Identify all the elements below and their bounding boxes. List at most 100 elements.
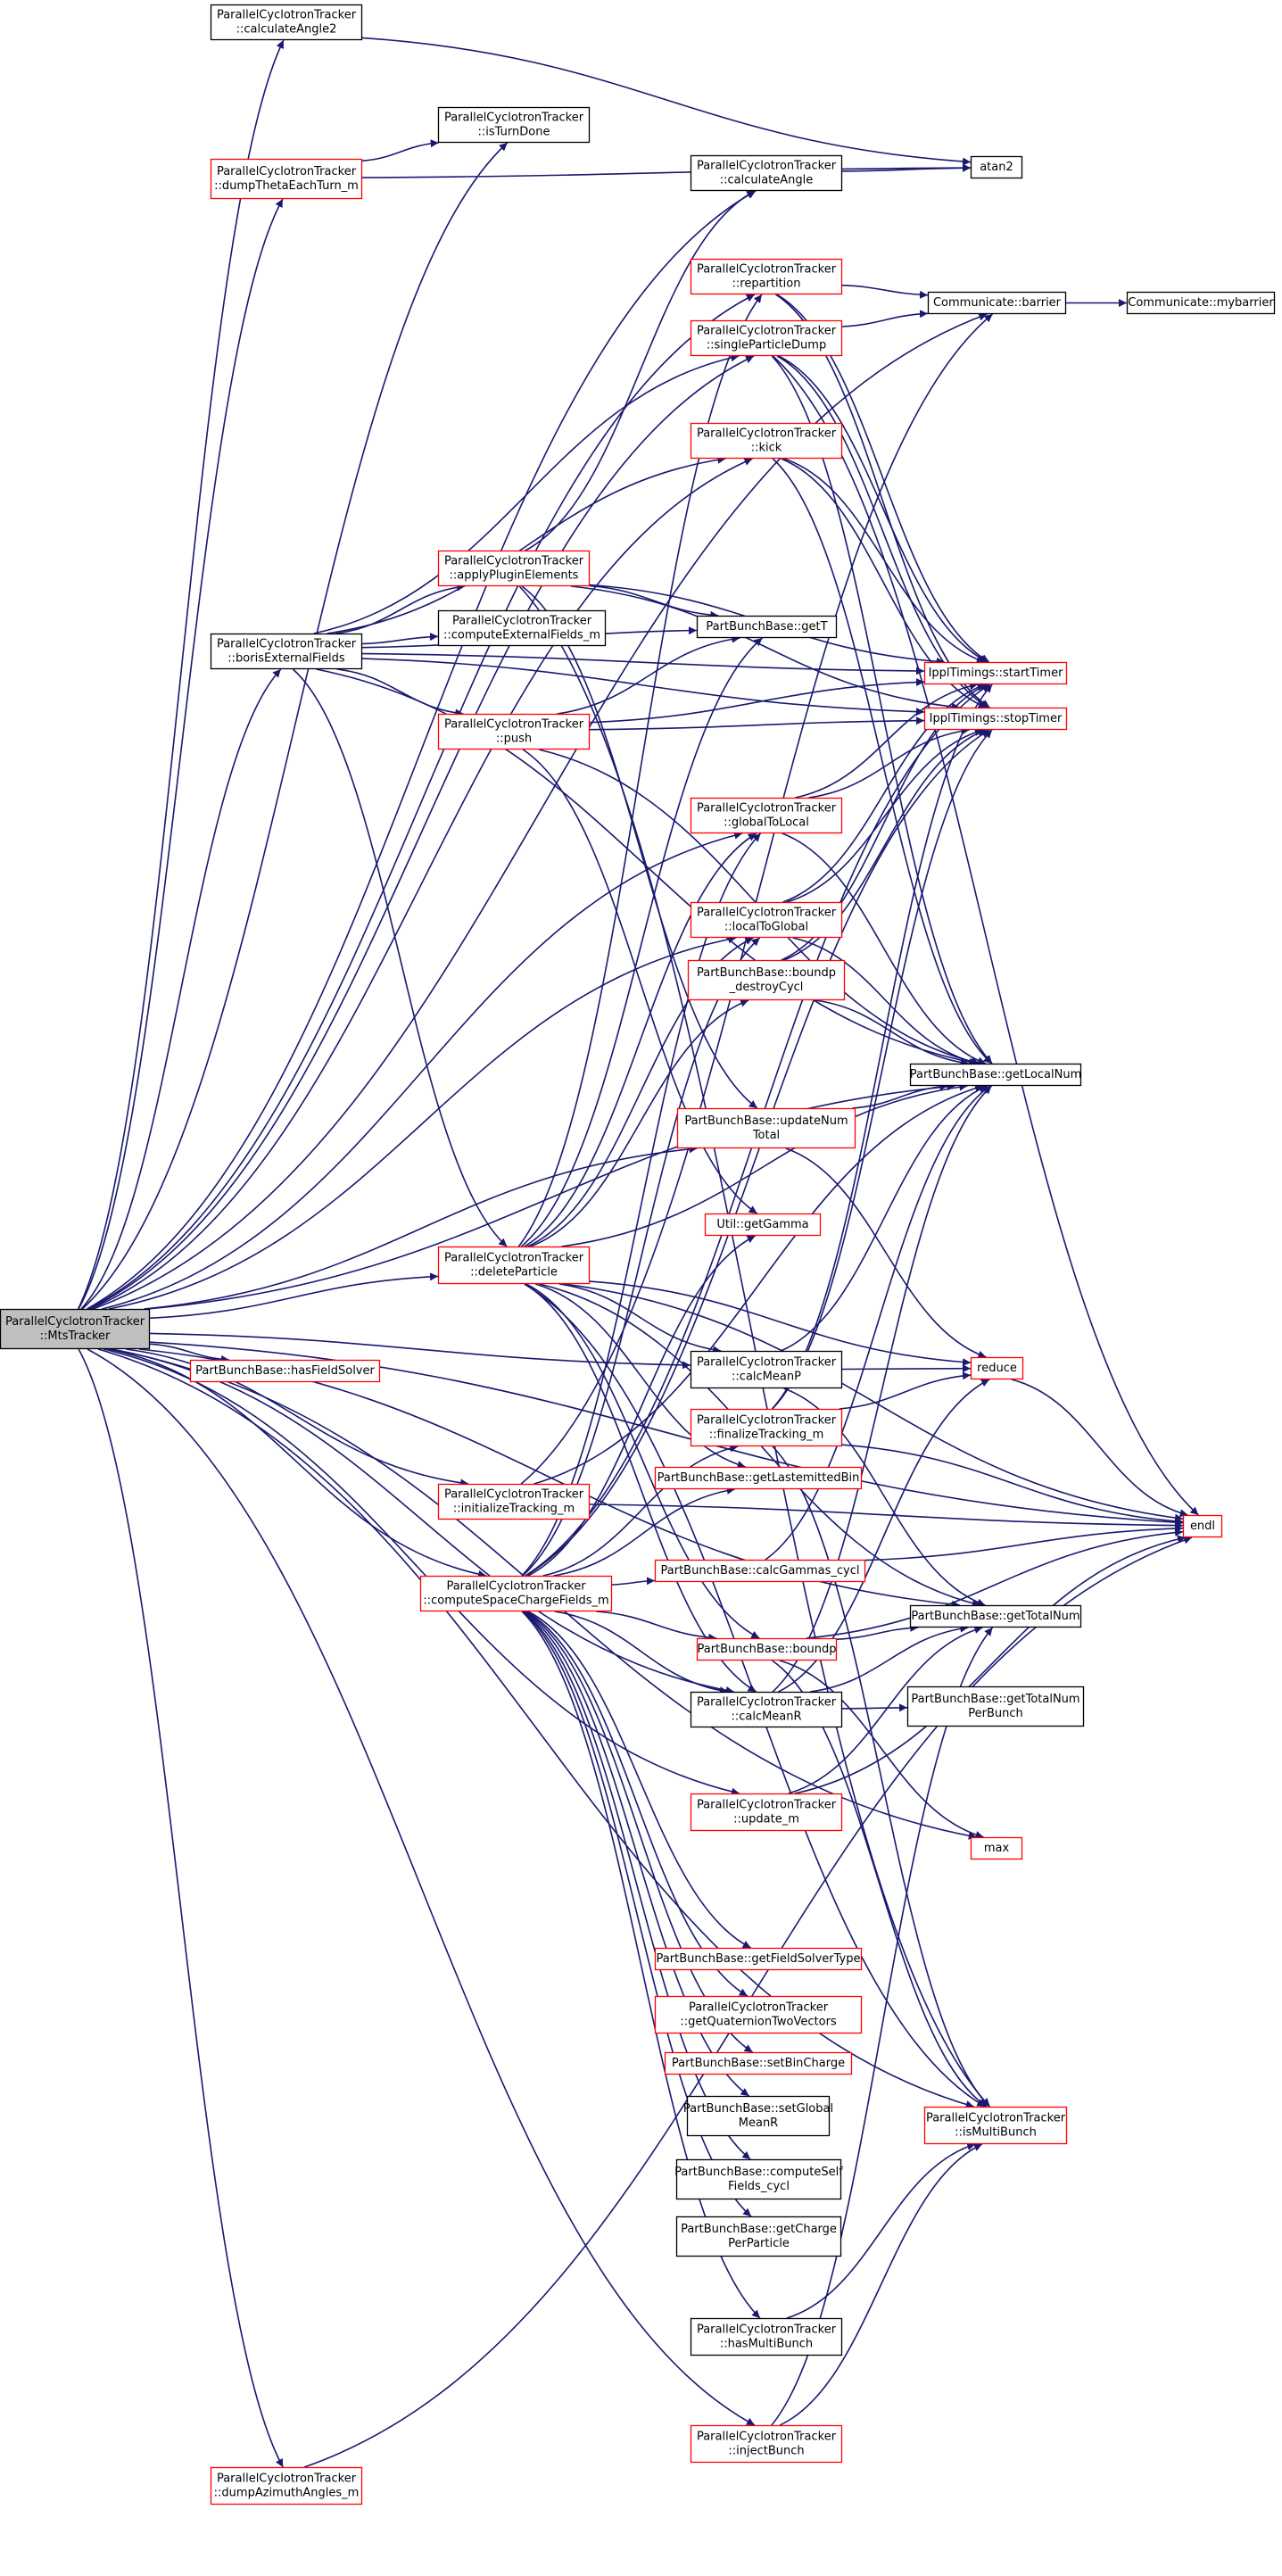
node-dumpThetaEachTurn[interactable]: ParallelCyclotronTracker::dumpThetaEachT… — [210, 158, 363, 200]
node-getTotalNum[interactable]: PartBunchBase::getTotalNum — [909, 1604, 1082, 1628]
node-getChargePerParticle-box — [675, 2216, 842, 2257]
node-calculateAngle2[interactable]: ParallelCyclotronTracker::calculateAngle… — [210, 4, 363, 41]
node-atan2[interactable]: atan2 — [970, 155, 1023, 179]
node-stopTimer[interactable]: IpplTimings::stopTimer — [923, 707, 1068, 731]
node-applyPluginElements-label-0: ParallelCyclotronTracker — [444, 555, 584, 568]
node-calcGammasCycl[interactable]: PartBunchBase::calcGammas_cycl — [654, 1559, 866, 1583]
edge-finalizeTracking-to-isMultiBunch — [772, 1445, 990, 2108]
node-calculateAngle2-label-1: ::calculateAngle2 — [236, 23, 337, 37]
node-kick[interactable]: ParallelCyclotronTracker::kick — [690, 422, 843, 460]
node-finalizeTracking-label-0: ParallelCyclotronTracker — [697, 1414, 837, 1428]
edge-mtsTracker-to-localToGlobal — [108, 935, 737, 1310]
node-atan2-box — [970, 155, 1023, 179]
node-getTotalNumPerBunch-box — [906, 1686, 1085, 1727]
node-finalizeTracking-label-1: ::finalizeTracking_m — [709, 1429, 823, 1442]
edge-kick-to-startTimer — [783, 458, 985, 664]
node-globalToLocal[interactable]: ParallelCyclotronTracker::globalToLocal — [690, 797, 843, 834]
edge-computeSpaceChargeFields-to-getFieldSolverType — [527, 1611, 752, 1949]
node-initializeTracking-label-0: ParallelCyclotronTracker — [444, 1488, 584, 1502]
node-localToGlobal-box — [690, 901, 843, 939]
edge-applyPluginElements-to-calculateAngle — [525, 190, 756, 551]
node-getT[interactable]: PartBunchBase::getT — [696, 615, 838, 639]
node-dumpThetaEachTurn-label-0: ParallelCyclotronTracker — [217, 165, 357, 178]
node-barrier[interactable]: Communicate::barrier — [927, 291, 1067, 315]
edge-hasMultiBunch-to-isMultiBunch — [786, 2142, 976, 2319]
node-isTurnDone[interactable]: ParallelCyclotronTracker::isTurnDone — [437, 106, 591, 144]
node-stopTimer-box — [923, 707, 1068, 731]
node-computeSpaceChargeFields[interactable]: ParallelCyclotronTracker::computeSpaceCh… — [419, 1575, 613, 1612]
edge-mtsTracker-to-calculateAngle — [87, 190, 757, 1310]
node-localToGlobal[interactable]: ParallelCyclotronTracker::localToGlobal — [690, 901, 843, 939]
node-calcMeanR[interactable]: ParallelCyclotronTracker::calcMeanR — [690, 1691, 843, 1728]
node-getLastemittedBin[interactable]: PartBunchBase::getLastemittedBin — [654, 1466, 863, 1490]
edge-mtsTracker-to-isTurnDone — [81, 142, 509, 1310]
node-computeExternalFields[interactable]: ParallelCyclotronTracker::computeExterna… — [437, 609, 607, 647]
node-max[interactable]: max — [970, 1836, 1023, 1860]
edge-deleteParticle-to-repartition — [517, 294, 763, 1247]
node-initializeTracking[interactable]: ParallelCyclotronTracker::initializeTrac… — [437, 1483, 591, 1520]
node-isMultiBunch[interactable]: ParallelCyclotronTracker::isMultiBunch — [923, 2106, 1068, 2145]
node-isMultiBunch-label-1: ::isMultiBunch — [955, 2126, 1037, 2140]
node-push[interactable]: ParallelCyclotronTracker::push — [437, 713, 591, 750]
node-getQuaternion[interactable]: ParallelCyclotronTracker::getQuaternionT… — [654, 1995, 863, 2034]
node-injectBunch[interactable]: ParallelCyclotronTracker::injectBunch — [690, 2424, 843, 2464]
node-getLocalNum[interactable]: PartBunchBase::getLocalNum — [910, 1063, 1082, 1087]
node-borisExternalFields[interactable]: ParallelCyclotronTracker::borisExternalF… — [210, 633, 363, 670]
edge-applyPluginElements-to-isMultiBunch — [518, 585, 991, 2108]
edge-calcMeanR-to-getTotalNumPerBunch — [841, 1703, 908, 1712]
node-updateM[interactable]: ParallelCyclotronTracker::update_m — [690, 1793, 843, 1832]
node-isTurnDone-label-1: ::isTurnDone — [478, 126, 550, 139]
node-calcMeanP[interactable]: ParallelCyclotronTracker::calcMeanP — [690, 1350, 843, 1389]
edge-mtsTracker-to-dumpAzimuthAngles — [78, 1348, 284, 2468]
edge-calcMeanR-to-getTotalNum — [810, 1624, 969, 1693]
node-repartition-label-1: ::repartition — [732, 277, 801, 291]
node-calcMeanP-label-0: ParallelCyclotronTracker — [697, 1356, 837, 1370]
node-injectBunch-box — [690, 2424, 843, 2464]
edge-borisExternalFields-to-startTimer — [361, 652, 925, 675]
node-boundp[interactable]: PartBunchBase::boundp — [696, 1637, 838, 1661]
node-getGamma[interactable]: Util::getGamma — [704, 1213, 822, 1237]
node-initializeTracking-box — [437, 1483, 591, 1520]
edge-mtsTracker-to-initializeTracking — [126, 1348, 469, 1487]
edge-updateM-to-getTotalNum — [788, 1626, 983, 1794]
edge-localToGlobal-to-startTimer — [782, 683, 986, 903]
node-computeExternalFields-label-0: ParallelCyclotronTracker — [452, 615, 592, 628]
node-applyPluginElements[interactable]: ParallelCyclotronTracker::applyPluginEle… — [437, 550, 591, 587]
node-startTimer[interactable]: IpplTimings::startTimer — [923, 661, 1068, 685]
edge-calcGammasCycl-to-endl — [864, 1524, 1184, 1561]
node-boundpDestroy[interactable]: PartBunchBase::boundp_destroyCycl — [687, 959, 846, 1001]
node-mtsTracker-label-0: ParallelCyclotronTracker — [5, 1315, 145, 1329]
node-getFieldSolverType[interactable]: PartBunchBase::getFieldSolverType — [654, 1947, 863, 1971]
node-hasFieldSolver[interactable]: PartBunchBase::hasFieldSolver — [189, 1359, 381, 1383]
node-hasMultiBunch-box — [690, 2317, 843, 2357]
node-computeExternalFields-label-1: ::computeExternalFields_m — [443, 629, 600, 642]
node-setGlobalMeanR-label-1: MeanR — [739, 2116, 778, 2130]
node-getT-label-0: PartBunchBase::getT — [706, 620, 827, 634]
node-singleParticleDump[interactable]: ParallelCyclotronTracker::singleParticle… — [690, 319, 843, 357]
edge-boundp-to-getTotalNum — [836, 1623, 919, 1640]
node-mtsTracker[interactable]: ParallelCyclotronTracker::MtsTracker — [0, 1308, 151, 1350]
node-deleteParticle[interactable]: ParallelCyclotronTracker::deleteParticle — [437, 1246, 591, 1285]
node-computeSelfFields-box — [675, 2158, 842, 2200]
node-updateM-box — [690, 1793, 843, 1832]
node-getQuaternion-label-0: ParallelCyclotronTracker — [689, 2001, 829, 2015]
node-reduce[interactable]: reduce — [970, 1356, 1024, 1380]
nodes-layer: ParallelCyclotronTracker::MtsTrackerPara… — [0, 4, 1276, 2506]
node-endl[interactable]: endl — [1182, 1514, 1223, 1538]
node-setBinCharge[interactable]: PartBunchBase::setBinCharge — [664, 2051, 853, 2075]
node-mybarrier[interactable]: Communicate::mybarrier — [1126, 291, 1276, 315]
edge-computeSpaceChargeFields-to-setGlobalMeanR — [524, 1611, 750, 2097]
edge-repartition-to-stopTimer — [774, 294, 990, 708]
node-calculateAngle[interactable]: ParallelCyclotronTracker::calculateAngle — [690, 154, 843, 192]
node-hasMultiBunch[interactable]: ParallelCyclotronTracker::hasMultiBunch — [690, 2317, 843, 2357]
node-setBinCharge-label-0: PartBunchBase::setBinCharge — [672, 2057, 845, 2070]
node-dumpAzimuthAngles[interactable]: ParallelCyclotronTracker::dumpAzimuthAng… — [210, 2466, 363, 2506]
node-finalizeTracking[interactable]: ParallelCyclotronTracker::finalizeTracki… — [690, 1408, 843, 1447]
node-repartition[interactable]: ParallelCyclotronTracker::repartition — [690, 258, 843, 295]
